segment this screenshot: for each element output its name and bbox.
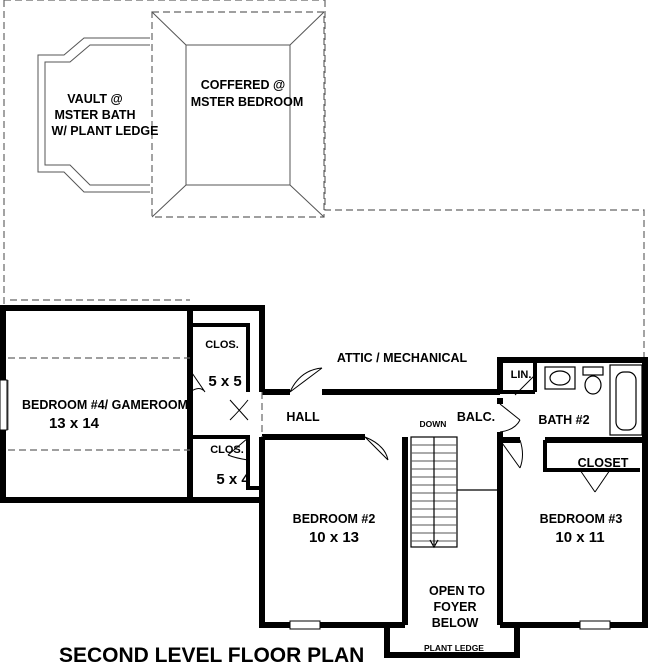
bedroom2-size: 10 x 13 [309, 529, 359, 546]
coffered-label-line2: MSTER BEDROOM [191, 95, 304, 109]
interior-walls [190, 323, 640, 490]
plan-title: SECOND LEVEL FLOOR PLAN [59, 644, 364, 667]
closet-bottom-size: 5 x 4 [216, 471, 250, 488]
closet-top-size: 5 x 5 [208, 373, 241, 390]
vault-outline [37, 37, 150, 193]
bedroom2-name: BEDROOM #2 [293, 512, 376, 526]
vault-label-line1: VAULT @ [67, 92, 122, 106]
ceiling-lines [7, 357, 263, 451]
exterior-walls [0, 305, 648, 658]
coffered-label-line1: COFFERED @ [201, 78, 285, 92]
open-foyer-line2: FOYER [433, 600, 476, 614]
closet-top-name: CLOS. [205, 339, 239, 351]
bedroom3-size: 10 x 11 [555, 529, 604, 546]
open-foyer-line1: OPEN TO [429, 584, 485, 598]
balcony-label: BALC. [457, 410, 495, 424]
bath2-label: BATH #2 [538, 413, 589, 427]
windows [0, 379, 611, 630]
door-swings [189, 367, 611, 493]
bedroom4-name: BEDROOM #4/ GAMEROOM [22, 398, 188, 412]
coffered-outline [151, 11, 325, 218]
attic-label: ATTIC / MECHANICAL [337, 351, 468, 365]
plant-ledge-label: PLANT LEDGE [424, 643, 484, 653]
vault-label-line3: W/ PLANT LEDGE [52, 124, 159, 138]
vault-label-line2: MSTER BATH [54, 108, 135, 122]
roof-outline [3, 0, 645, 398]
hall-label: HALL [286, 410, 320, 424]
closet-label: CLOSET [578, 456, 629, 470]
room-labels: VAULT @ MSTER BATH W/ PLANT LEDGE COFFER… [22, 78, 629, 653]
bedroom4-size: 13 x 14 [49, 415, 100, 432]
closet-bottom-name: CLOS. [210, 444, 244, 456]
open-foyer-line3: BELOW [432, 616, 479, 630]
bath-fixtures [544, 364, 643, 436]
stairs [410, 436, 500, 549]
linen-label: LIN. [511, 369, 532, 381]
stairs-down-label: DOWN [420, 419, 447, 429]
bedroom3-name: BEDROOM #3 [540, 512, 623, 526]
